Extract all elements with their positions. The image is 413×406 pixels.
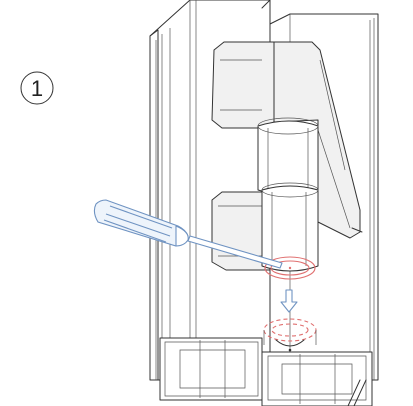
step-number: 1 xyxy=(31,76,43,101)
door-hinge-icon xyxy=(211,41,363,272)
down-arrow-icon xyxy=(280,289,298,313)
step-marker: 1 xyxy=(20,71,54,105)
screwdriver-icon xyxy=(93,199,283,269)
removed-cap xyxy=(263,318,317,352)
hinge-cap-icon xyxy=(264,256,316,280)
